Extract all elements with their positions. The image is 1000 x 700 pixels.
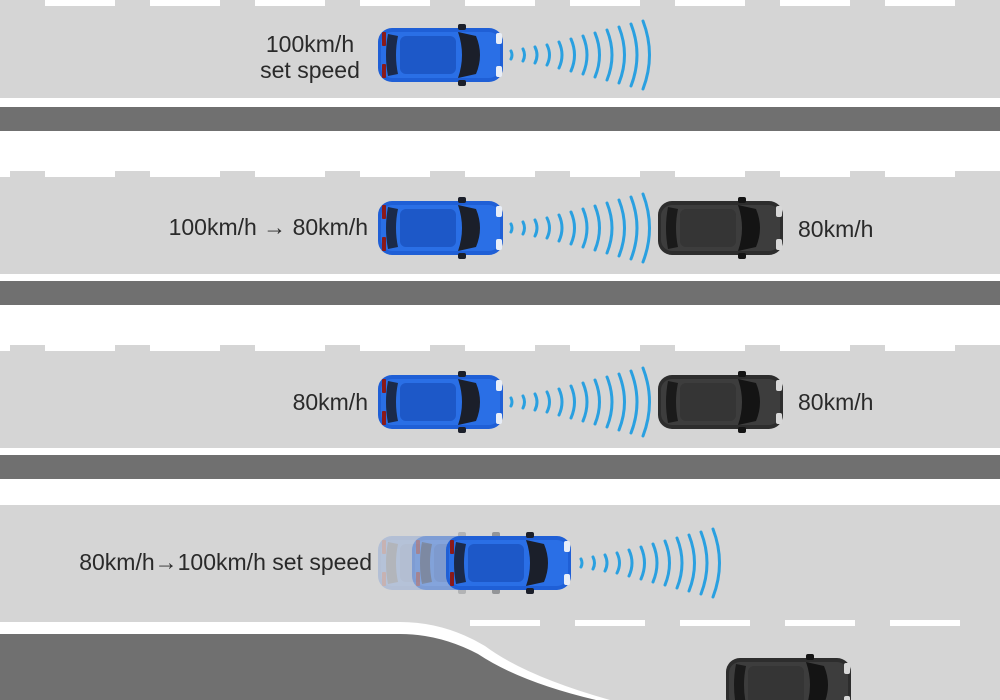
blue-car-icon: [378, 197, 503, 259]
set-speed-caption: set speed: [260, 57, 360, 83]
road-divider: [0, 107, 1000, 131]
blue-car-icon: [378, 24, 503, 86]
black-car-icon: [726, 654, 851, 700]
panel-2: [0, 171, 1000, 305]
resume-speed-label: 80km/h→100km/h set speed: [79, 549, 372, 575]
lane-marking: [0, 345, 955, 351]
lead-speed-label: 80km/h: [798, 389, 874, 415]
merge-lane-edge: [0, 622, 610, 700]
road-divider: [0, 455, 1000, 479]
merge-lane: [0, 628, 600, 700]
black-car-icon: [658, 197, 783, 259]
slowdown-label: 100km/h → 80km/h: [168, 214, 368, 240]
blue-car-icon: [446, 532, 571, 594]
set-speed-value: 100km/h: [265, 31, 355, 57]
lane-marking: [0, 171, 955, 177]
set-speed-label: 100km/h set speed: [254, 31, 366, 83]
lane-marking: [45, 0, 955, 6]
panel-1: [0, 0, 1000, 131]
road-divider: [0, 281, 1000, 305]
lead-speed-label: 80km/h: [798, 216, 874, 242]
lane-marking: [470, 620, 960, 626]
panel-4: [0, 505, 1000, 700]
panel-3: [0, 345, 1000, 479]
black-car-icon: [658, 371, 783, 433]
follow-speed-label: 80km/h: [292, 389, 368, 415]
blue-car-icon: [378, 371, 503, 433]
